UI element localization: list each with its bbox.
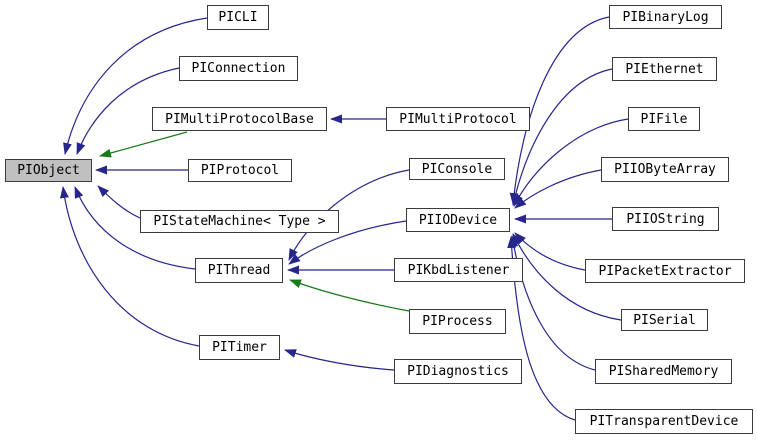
edge-pimultiprotocolbase-to-piobject xyxy=(99,131,188,158)
edge-pibinarylog-to-piiodevice xyxy=(509,16,610,205)
edge-pistatemachine-to-piobject xyxy=(97,185,141,219)
edge-picli-to-piobject xyxy=(63,17,208,155)
node-piobject[interactable]: PIObject xyxy=(5,159,92,182)
node-piconsole[interactable]: PIConsole xyxy=(409,158,505,180)
edge-pisharedmemory-to-piiodevice xyxy=(509,235,596,371)
node-pimultiprotocol[interactable]: PIMultiProtocol xyxy=(386,107,530,131)
node-pikbdlistener[interactable]: PIKbdListener xyxy=(394,258,523,282)
node-pistatemachine[interactable]: PIStateMachine< Type > xyxy=(140,210,339,233)
node-piconnection[interactable]: PIConnection xyxy=(179,56,298,81)
edge-piconnection-to-piobject xyxy=(76,67,180,155)
node-pithread[interactable]: PIThread xyxy=(195,258,283,283)
node-pitransparentdevice[interactable]: PITransparentDevice xyxy=(575,409,753,434)
edge-piprocess-to-pithread xyxy=(289,279,410,312)
node-piserial[interactable]: PISerial xyxy=(621,309,708,331)
node-pimultiprotocolbase[interactable]: PIMultiProtocolBase xyxy=(152,107,327,131)
node-pitimer[interactable]: PITimer xyxy=(199,335,280,360)
node-piprotocol[interactable]: PIProtocol xyxy=(188,159,292,182)
node-piprocess[interactable]: PIProcess xyxy=(409,309,506,334)
edge-piiobytearray-to-piiodevice xyxy=(514,169,602,209)
node-pipacketextractor[interactable]: PIPacketExtractor xyxy=(585,259,745,283)
node-piiobytearray[interactable]: PIIOByteArray xyxy=(601,157,729,182)
edge-piconsole-to-pithread xyxy=(288,169,410,261)
node-piethernet[interactable]: PIEthernet xyxy=(612,57,717,81)
node-pifile[interactable]: PIFile xyxy=(628,107,700,131)
node-piiodevice[interactable]: PIIODevice xyxy=(406,208,510,232)
edge-piiodevice-to-pithread xyxy=(288,220,407,265)
edge-pitimer-to-piobject xyxy=(59,186,200,347)
edge-pifile-to-piiodevice xyxy=(513,118,629,207)
node-pibinarylog[interactable]: PIBinaryLog xyxy=(609,5,722,29)
edge-pipacketextractor-to-piiodevice xyxy=(514,232,586,271)
edge-piethernet-to-piiodevice xyxy=(511,68,613,206)
edge-piserial-to-piiodevice xyxy=(512,233,622,321)
node-picli[interactable]: PICLI xyxy=(207,5,269,30)
edge-pithread-to-piobject xyxy=(74,186,196,270)
edge-pidiagnostics-to-pitimer xyxy=(284,349,395,371)
node-pidiagnostics[interactable]: PIDiagnostics xyxy=(394,359,522,384)
node-piiostring[interactable]: PIIOString xyxy=(612,207,719,231)
node-pisharedmemory[interactable]: PISharedMemory xyxy=(595,359,732,384)
